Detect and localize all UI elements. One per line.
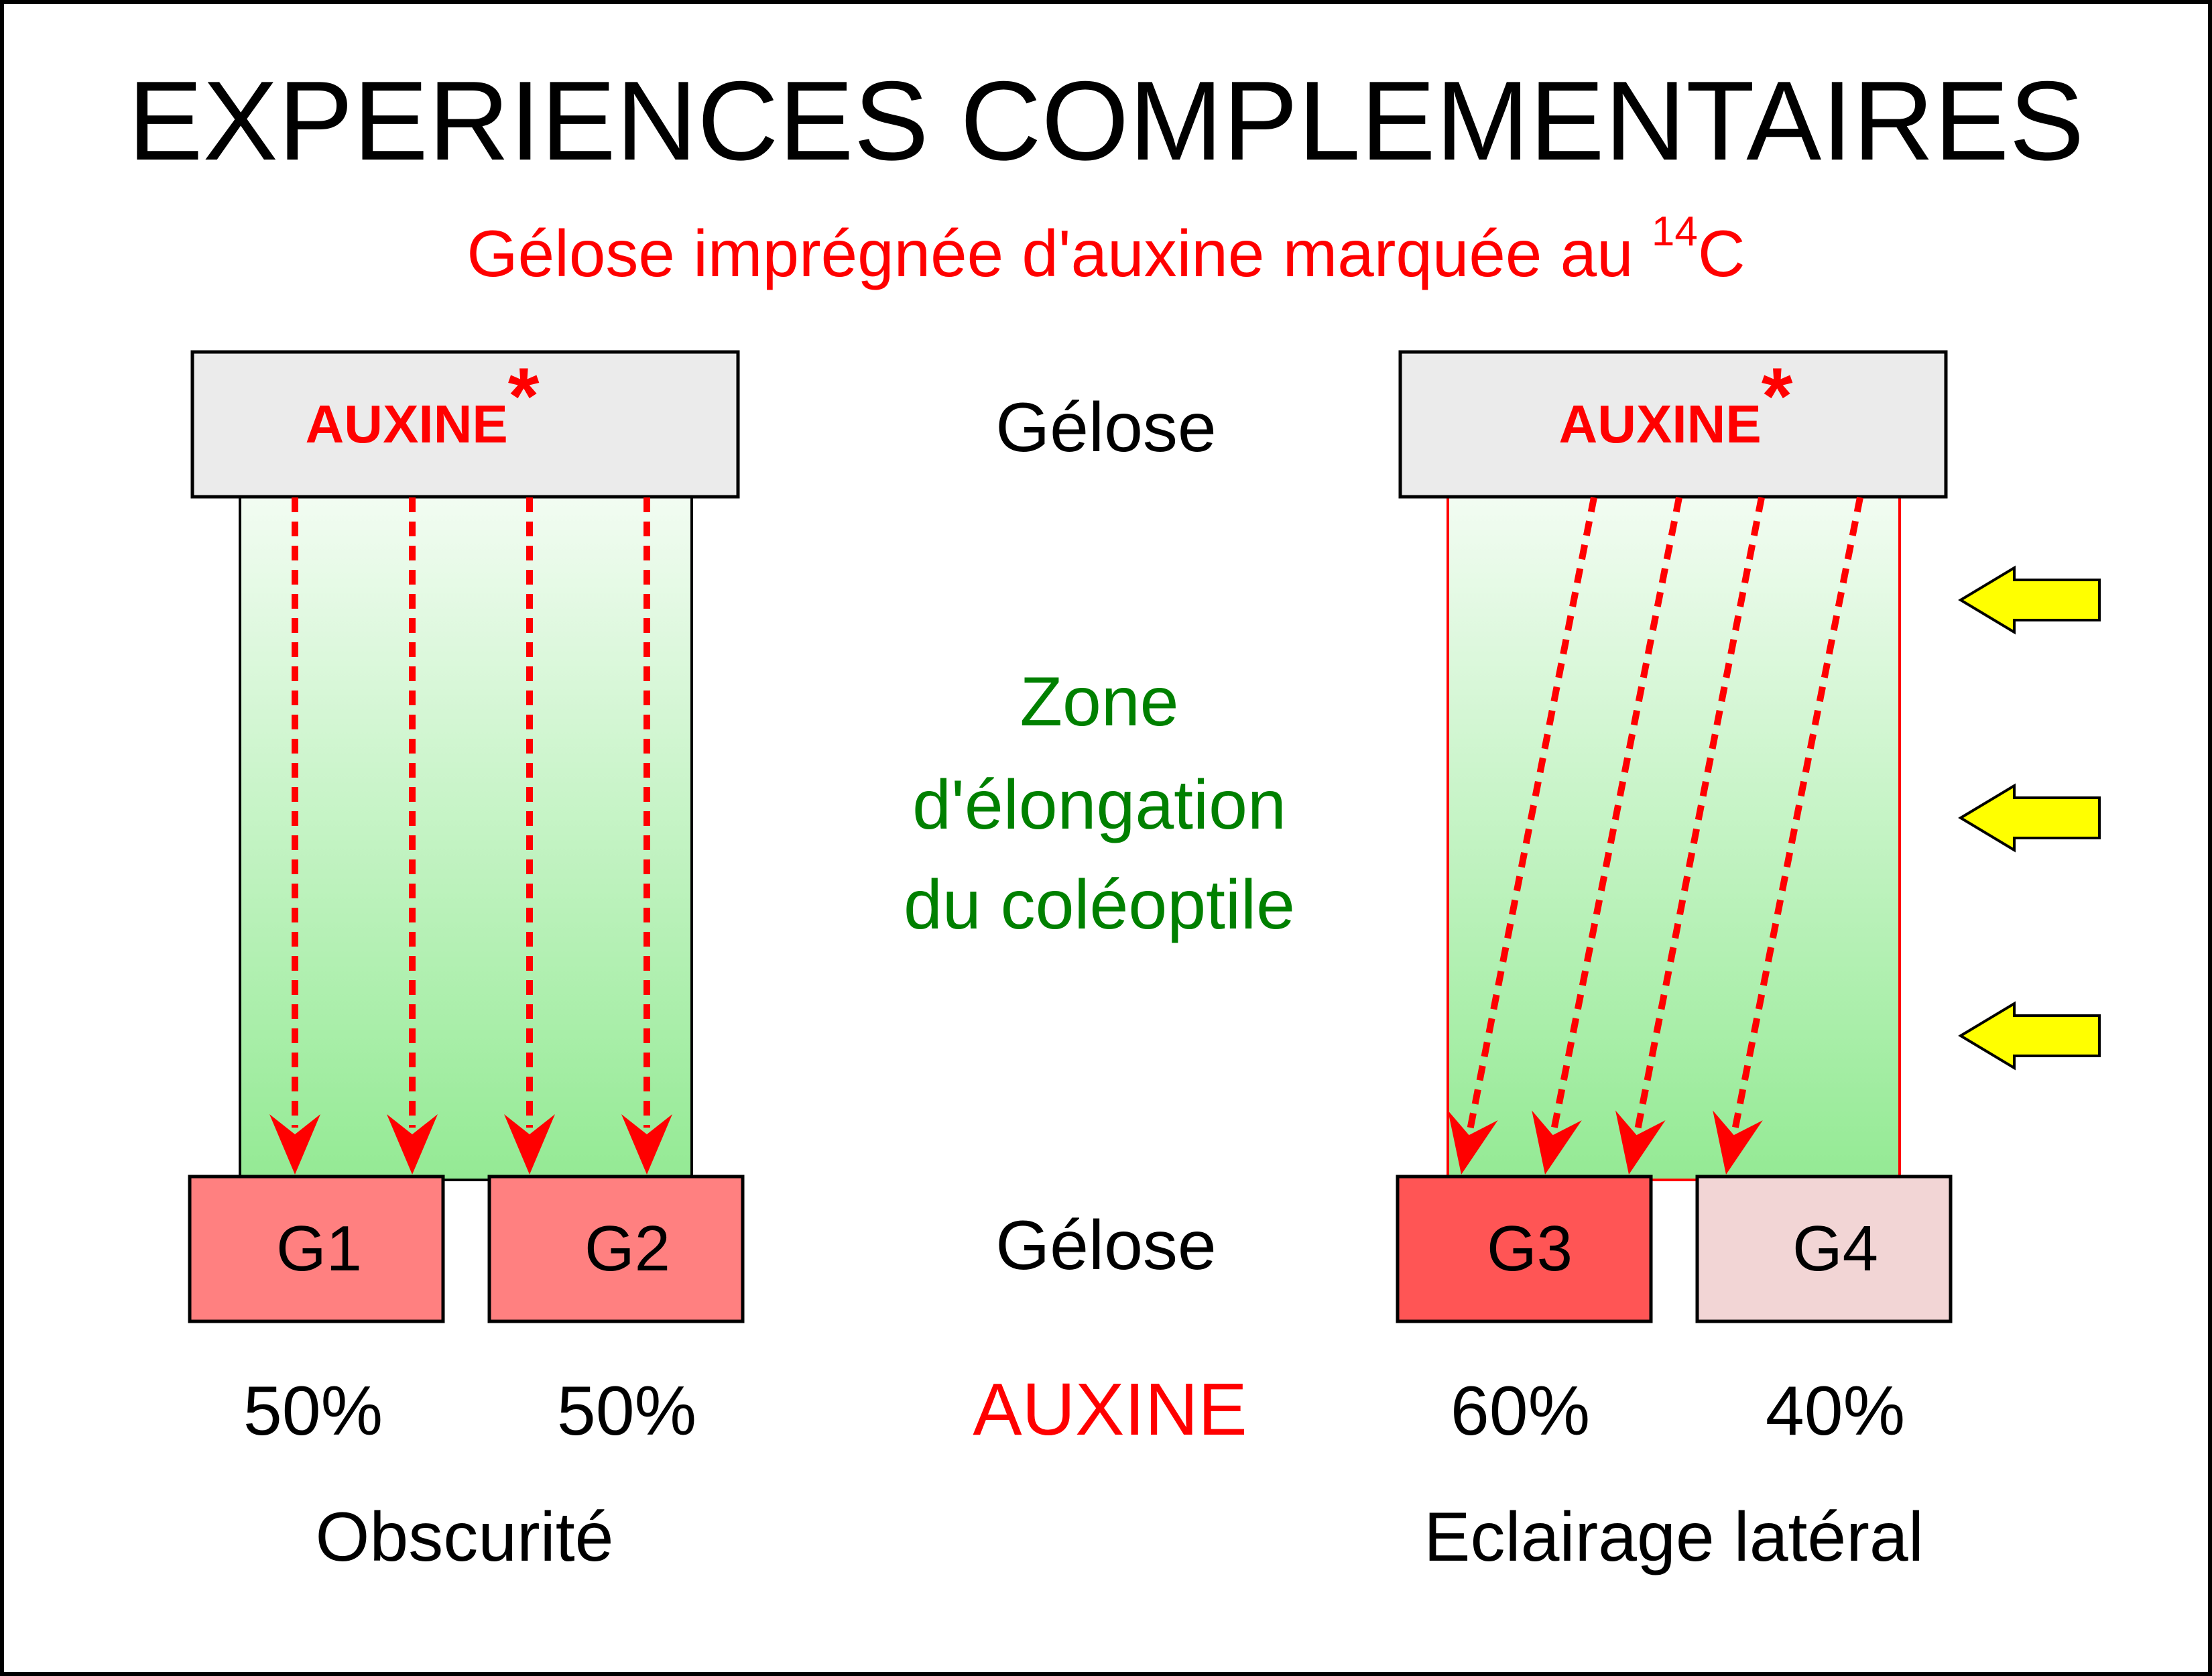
right-coleoptile [1447,495,1901,1181]
right-auxin-arrow-3 [1615,497,1765,1175]
left-source-gelose [190,350,740,499]
gelose-block-g3-label: G3 [1487,1213,1573,1284]
subtitle-isotope-mass: 14 [1652,208,1698,255]
left-auxin-arrow-4 [621,497,672,1175]
g2-percent: 50% [557,1372,696,1450]
right-experiment: AUXINE* G3 G4 60% 40% Eclairage latéral [1396,350,2101,1576]
zone-label-line3: du coléoptile [904,866,1295,944]
light-arrow-2 [1958,783,2101,853]
right-auxin-arrow-2 [1532,497,1682,1175]
subtitle-text: Gélose imprégnée d'auxine marquée au [467,217,1652,290]
left-radioactive-mark: * [508,351,540,441]
left-auxin-arrow-3 [504,497,555,1175]
left-auxin-arrow-1 [269,497,320,1175]
right-auxin-arrow-4 [1713,497,1863,1175]
subtitle: Gélose imprégnée d'auxine marquée au 14C [467,208,1745,290]
right-condition-label: Eclairage latéral [1424,1498,1924,1576]
left-coleoptile [239,495,693,1181]
auxine-row-label: AUXINE [973,1368,1247,1451]
left-condition-label: Obscurité [315,1498,613,1576]
bottom-gelose-label: Gélose [995,1207,1217,1284]
subtitle-isotope-symbol: C [1698,217,1745,290]
gelose-block-g3 [1396,1175,1653,1323]
left-auxin-flow-arrows [269,497,672,1175]
lateral-light-arrows [1958,565,2101,1071]
light-arrow-1 [1958,565,2101,635]
gelose-block-g4-label: G4 [1792,1213,1878,1284]
right-auxin-flow-arrows [1448,497,1863,1175]
left-source-label: AUXINE* [306,351,540,454]
right-source-gelose [1398,350,1948,499]
right-radioactive-mark: * [1762,351,1793,441]
gelose-block-g4 [1695,1175,1953,1323]
right-source-label: AUXINE* [1559,351,1793,454]
left-auxin-arrow-2 [387,497,438,1175]
gelose-block-g1-label: G1 [276,1213,362,1284]
page-title: EXPERIENCES COMPLEMENTAIRES [128,58,2085,184]
g4-percent: 40% [1766,1372,1905,1450]
zone-label-line2: d'élongation [912,766,1286,844]
center-labels: Gélose Zone d'élongation du coléoptile G… [904,389,1295,1451]
gelose-block-g2-label: G2 [585,1213,670,1284]
gelose-block-g1 [188,1175,445,1323]
top-gelose-label: Gélose [995,389,1217,467]
g1-percent: 50% [243,1372,383,1450]
left-experiment: AUXINE* G1 G2 50% 50% Obscurité [188,350,745,1576]
g3-percent: 60% [1451,1372,1590,1450]
gelose-block-g2 [487,1175,745,1323]
zone-label-line1: Zone [1020,663,1178,741]
right-auxin-arrow-1 [1448,497,1597,1175]
light-arrow-3 [1958,1001,2101,1071]
